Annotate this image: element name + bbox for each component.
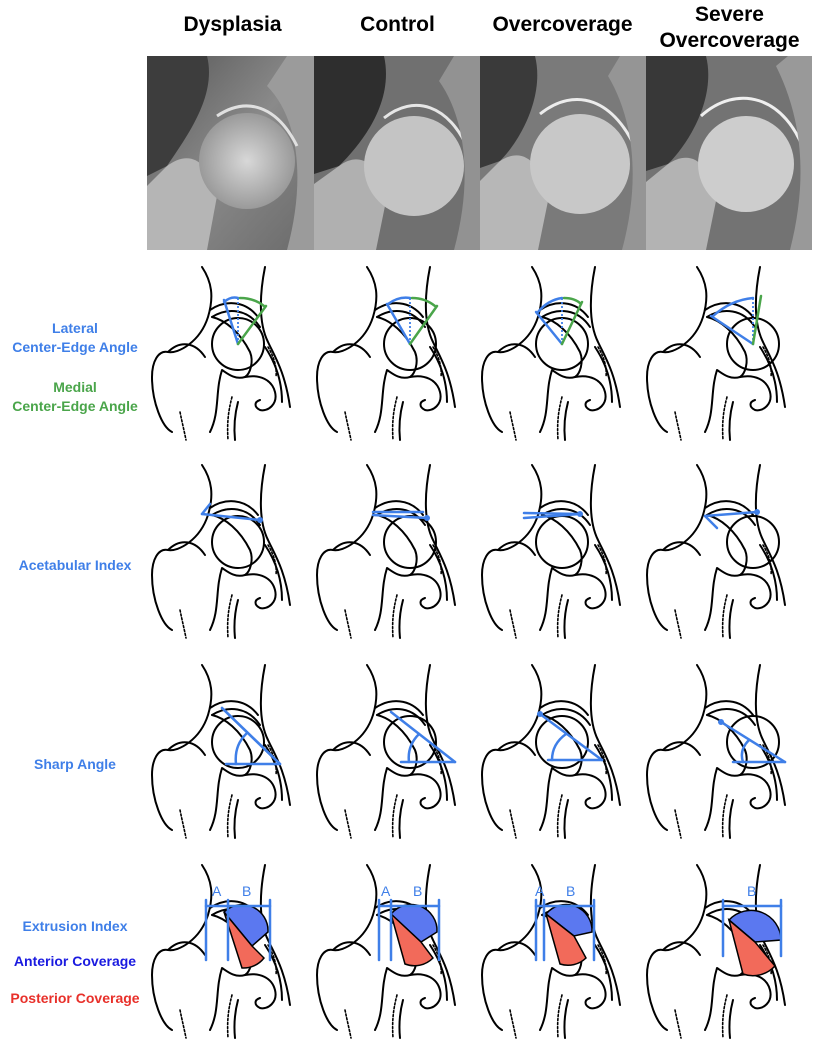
extrusion-diagram-control: A B xyxy=(316,864,456,1039)
label-sharp-angle: Sharp Angle xyxy=(0,755,150,774)
column-title-text-line2: Overcoverage xyxy=(659,29,800,52)
column-title-text: Dysplasia xyxy=(183,13,282,36)
xray-panel-overcoverage xyxy=(480,56,646,250)
posterior-coverage-region xyxy=(727,917,776,977)
anterior-coverage-region xyxy=(544,903,593,937)
extrusion-label-a: A xyxy=(381,883,391,899)
label-extrusion-index: Extrusion Index xyxy=(0,917,150,936)
extrusion-diagram-severe-overcoverage: B xyxy=(646,864,786,1039)
posterior-coverage-region xyxy=(544,911,587,967)
posterior-coverage-region xyxy=(389,911,434,967)
xray-panel-dysplasia xyxy=(147,56,314,250)
label-line: Medial xyxy=(53,379,97,395)
label-posterior-coverage: Posterior Coverage xyxy=(0,989,150,1008)
cea-diagram-dysplasia xyxy=(151,266,291,441)
extrusion-label-a: A xyxy=(535,883,545,899)
acetabular-diagram-severe-overcoverage xyxy=(646,464,786,639)
label-text: Posterior Coverage xyxy=(10,990,140,1006)
column-title-text: Control xyxy=(360,13,435,36)
xray-panel-severe-overcoverage xyxy=(646,56,812,250)
posterior-coverage-region xyxy=(223,911,265,969)
column-title-dysplasia: Dysplasia xyxy=(150,12,315,38)
label-line: Center-Edge Angle xyxy=(12,339,138,355)
acetabular-diagram-dysplasia xyxy=(151,464,291,639)
acetabular-diagram-control xyxy=(316,464,456,639)
cea-diagram-severe-overcoverage xyxy=(646,266,786,441)
column-title-overcoverage: Overcoverage xyxy=(480,12,645,38)
column-title-severe-overcoverage: Severe Overcoverage xyxy=(645,2,814,54)
label-acetabular-index: Acetabular Index xyxy=(0,556,150,575)
acetabular-diagram-overcoverage xyxy=(481,464,621,639)
extrusion-label-b: B xyxy=(566,883,575,899)
column-title-text: Overcoverage xyxy=(492,13,633,36)
column-title-text-line1: Severe xyxy=(695,3,764,26)
xray-panel-control xyxy=(314,56,480,250)
extrusion-label-a: A xyxy=(212,883,222,899)
label-line: Lateral xyxy=(52,320,98,336)
cea-diagram-control xyxy=(316,266,456,441)
label-lateral-cea: Lateral Center-Edge Angle xyxy=(0,319,150,357)
sharp-diagram-control xyxy=(316,664,457,839)
label-text: Extrusion Index xyxy=(22,918,128,934)
extrusion-label-b: B xyxy=(747,883,756,899)
label-medial-cea: Medial Center-Edge Angle xyxy=(0,378,150,416)
column-title-control: Control xyxy=(315,12,480,38)
label-text: Anterior Coverage xyxy=(13,953,137,969)
extrusion-diagram-dysplasia: A B xyxy=(151,864,291,1039)
label-text: Acetabular Index xyxy=(18,557,132,573)
sharp-diagram-severe-overcoverage xyxy=(646,664,787,839)
sharp-diagram-dysplasia xyxy=(151,664,291,839)
label-line: Center-Edge Angle xyxy=(12,398,138,414)
sharp-diagram-overcoverage xyxy=(481,664,621,839)
label-text: Sharp Angle xyxy=(34,756,116,772)
extrusion-label-b: B xyxy=(242,883,251,899)
cea-diagram-overcoverage xyxy=(481,266,621,441)
extrusion-label-b: B xyxy=(413,883,422,899)
anterior-coverage-region xyxy=(389,903,438,943)
label-anterior-coverage: Anterior Coverage xyxy=(0,952,150,971)
extrusion-diagram-overcoverage: A B xyxy=(481,864,621,1039)
